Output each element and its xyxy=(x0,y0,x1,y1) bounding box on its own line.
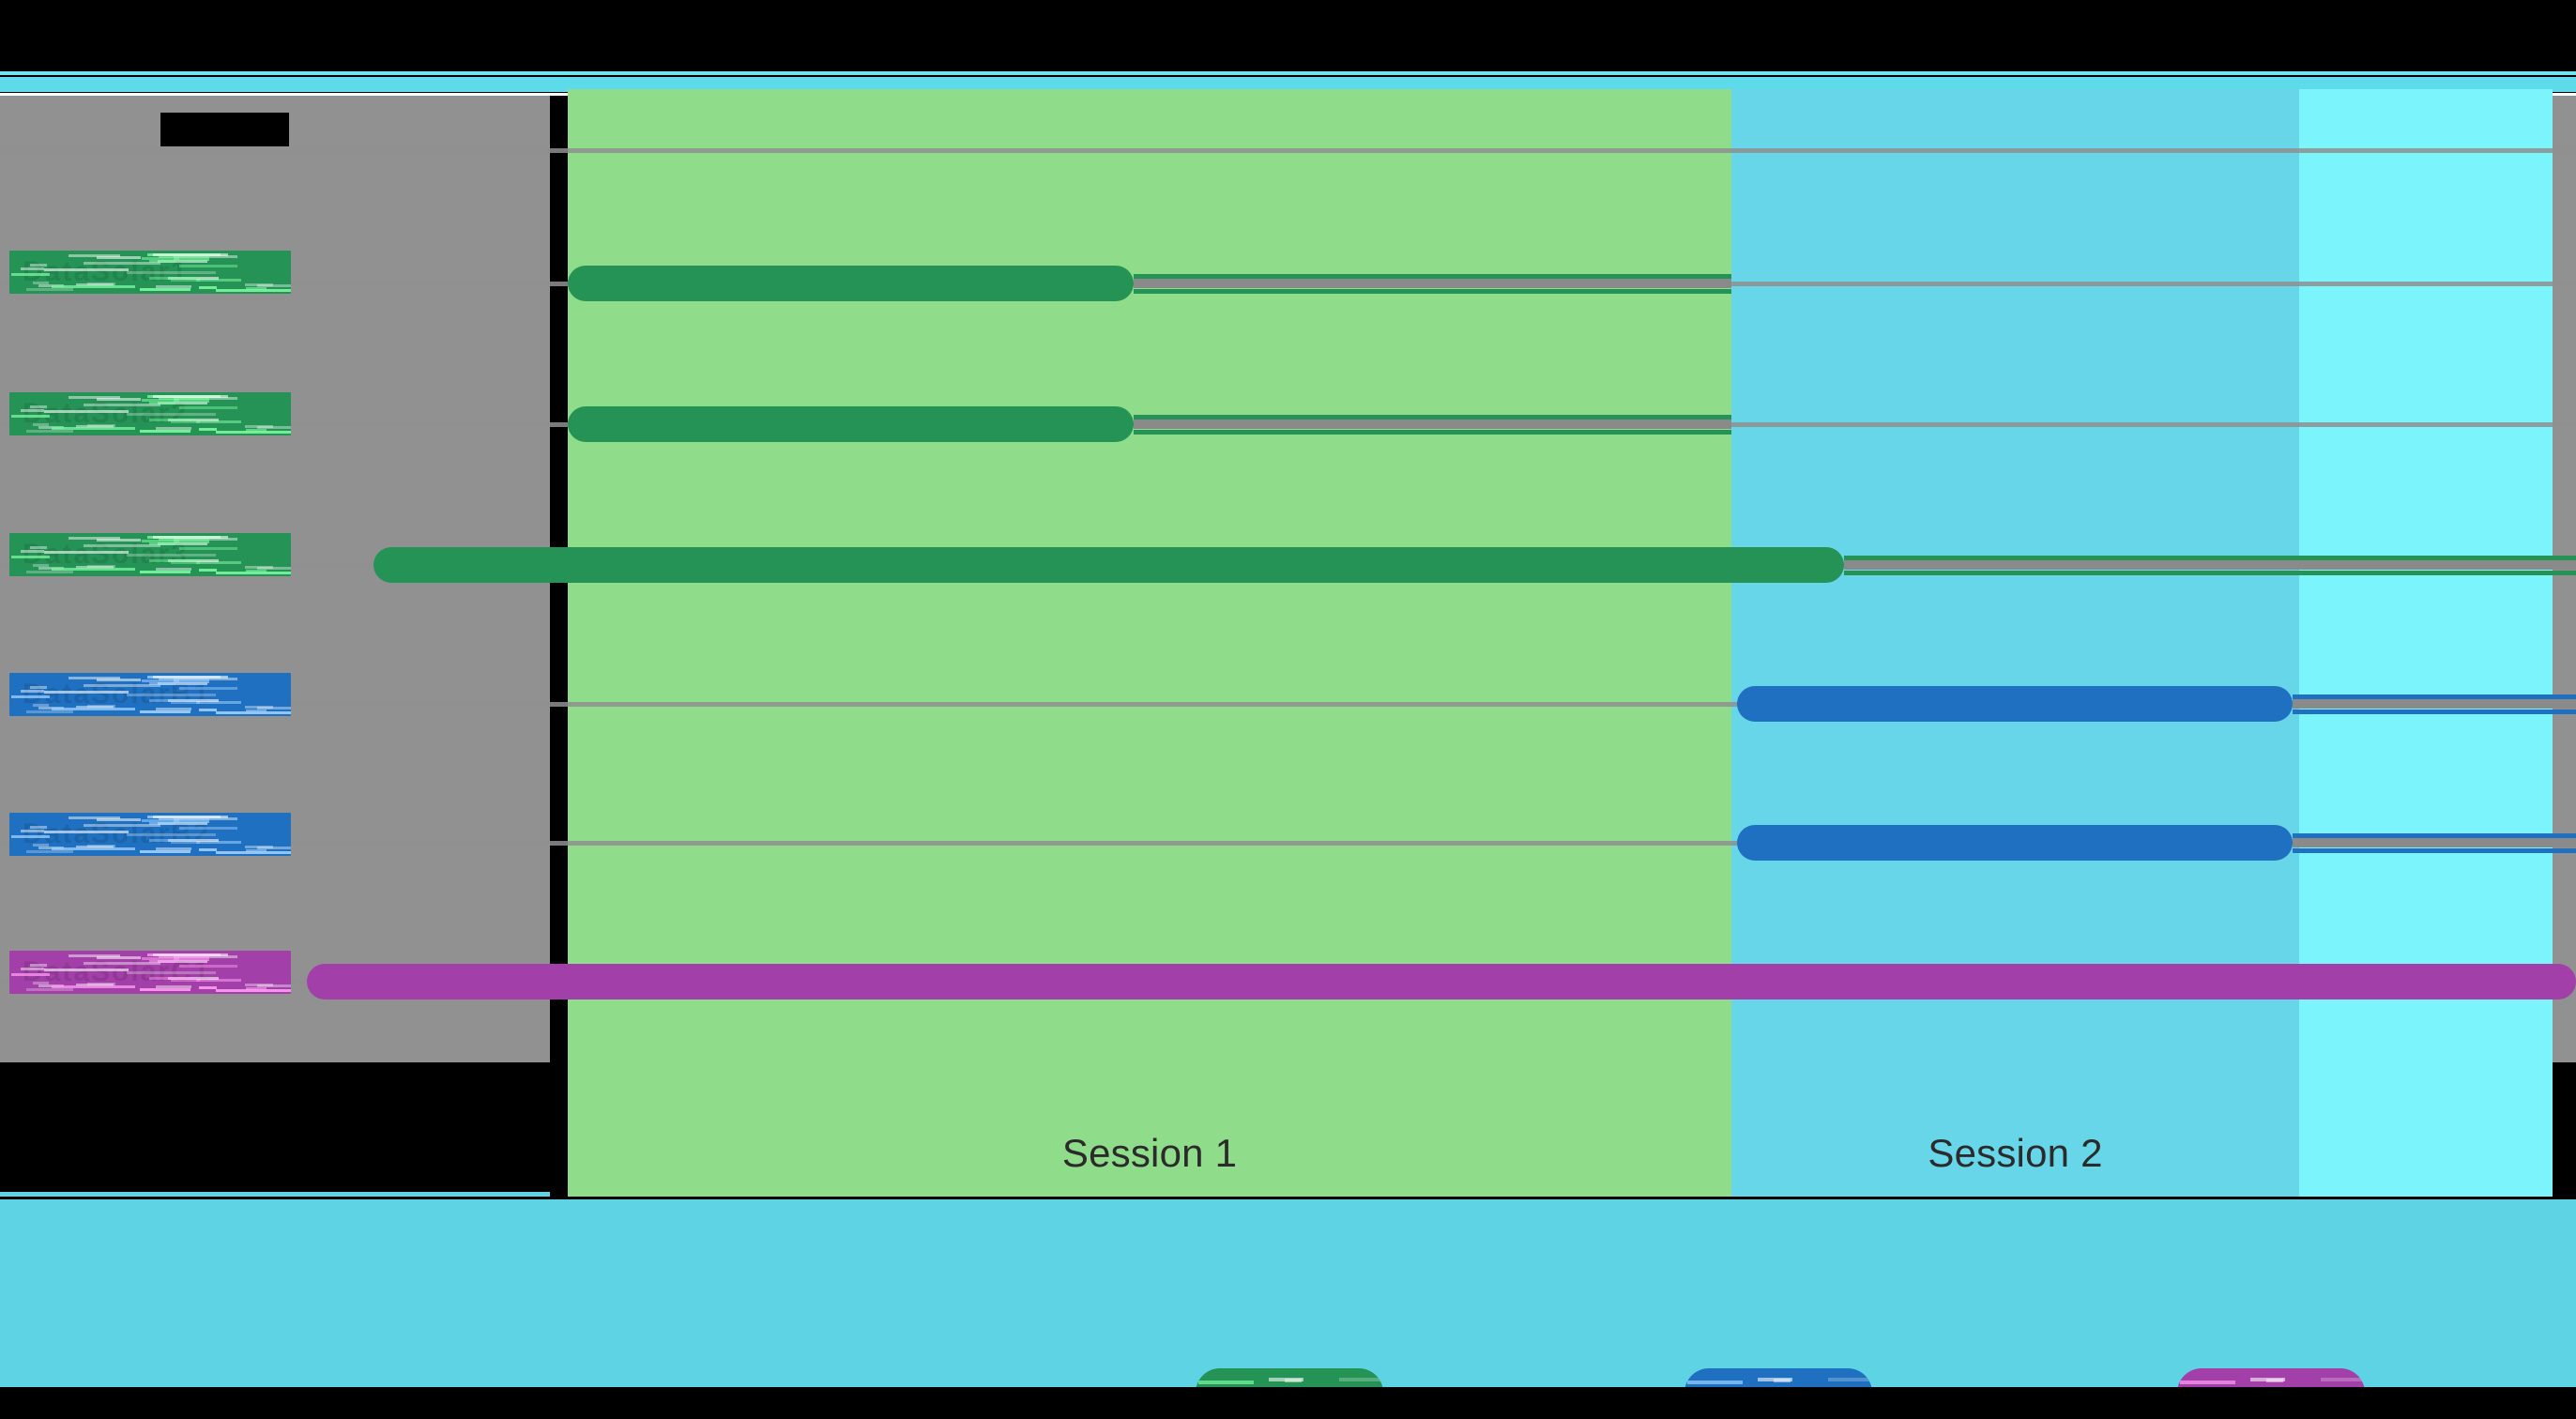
ylabel-row-4[interactable]: DataSolarB2 xyxy=(9,813,291,856)
bar-track-edge-row-3-1 xyxy=(2293,710,2576,714)
ylabel-row-1[interactable]: DataSolar2 xyxy=(9,392,291,435)
bar-track-edge-row-1-0 xyxy=(1134,415,1731,420)
obscured-text-streaks xyxy=(9,951,291,994)
bar-track-edge-row-3-0 xyxy=(2293,694,2576,699)
bar-track-edge-row-2-0 xyxy=(1844,556,2576,560)
bar-track-edge-row-0-0 xyxy=(1134,274,1731,279)
gantt-bar-row-1[interactable] xyxy=(568,406,1134,442)
bar-track-edge-row-1-1 xyxy=(1134,430,1731,435)
bar-track-row-4 xyxy=(2293,838,2576,847)
bar-track-row-3 xyxy=(2293,699,2576,709)
session-band-2: Session 2 xyxy=(1731,89,2299,1197)
bottom-crop-mask xyxy=(0,1387,2576,1419)
gantt-bar-row-4[interactable] xyxy=(1737,825,2293,861)
gridline-5 xyxy=(0,841,2576,846)
gantt-bar-row-5[interactable] xyxy=(307,964,2576,999)
session-band-label: Session 1 xyxy=(1061,1131,1238,1175)
bar-track-row-1 xyxy=(1134,420,1731,429)
bar-track-edge-row-2-1 xyxy=(1844,571,2576,575)
bar-track-edge-row-4-1 xyxy=(2293,848,2576,853)
gantt-bar-row-2[interactable] xyxy=(373,547,1844,583)
top-rule-upper xyxy=(0,71,2576,75)
obscured-text-streaks xyxy=(9,673,291,716)
session-band-1: Session 1 xyxy=(568,89,1731,1197)
session-band-label: Session 2 xyxy=(1928,1131,2103,1175)
gridline-4 xyxy=(0,702,2576,707)
gantt-bar-row-3[interactable] xyxy=(1737,686,2293,722)
bar-track-row-2 xyxy=(1844,560,2576,570)
bar-track-edge-row-0-1 xyxy=(1134,289,1731,294)
ylabel-row-3[interactable]: DataSolarB1 xyxy=(9,673,291,716)
obscured-text-streaks xyxy=(9,392,291,435)
redacted-title-block xyxy=(160,113,289,146)
ylabel-row-5[interactable]: DataSolarC1 xyxy=(9,951,291,994)
ylabel-row-2[interactable]: DataSolar3 xyxy=(9,533,291,576)
obscured-text-streaks xyxy=(9,251,291,294)
bar-track-row-0 xyxy=(1134,279,1731,288)
session-band-3 xyxy=(2299,89,2553,1197)
bar-track-edge-row-4-0 xyxy=(2293,833,2576,838)
obscured-text-streaks xyxy=(9,813,291,856)
ylabel-row-0[interactable]: DataSolar1 xyxy=(9,251,291,294)
obscured-text-streaks xyxy=(9,533,291,576)
gantt-bar-row-0[interactable] xyxy=(568,266,1134,301)
footer-rule xyxy=(0,1192,550,1197)
top-rule-band xyxy=(0,77,2576,92)
footer-panel xyxy=(0,1199,2576,1387)
gridline-0 xyxy=(0,148,2576,153)
